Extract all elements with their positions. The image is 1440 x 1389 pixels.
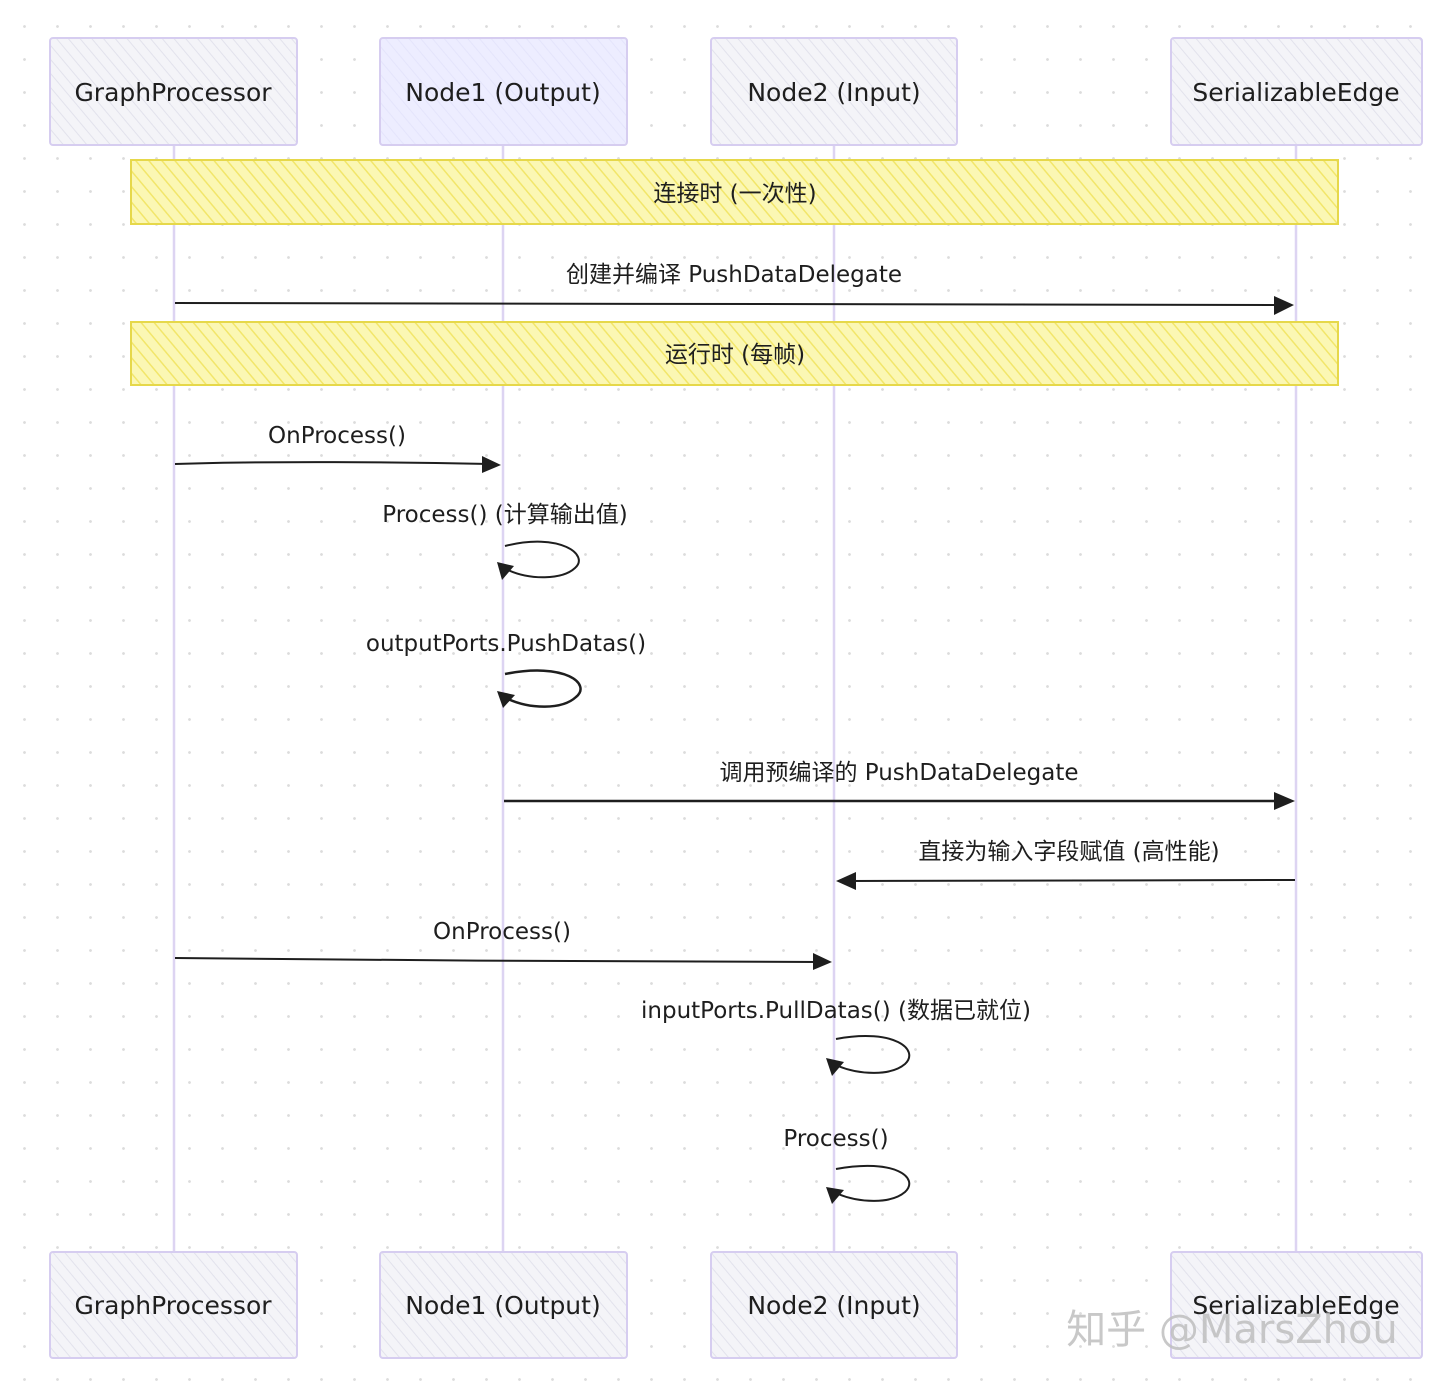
- note-runtime: 运行时 (每帧): [130, 321, 1339, 386]
- message-label: 创建并编译 PushDataDelegate: [566, 262, 902, 288]
- actor-bottom-node2-input: Node2 (Input): [710, 1251, 958, 1359]
- arrowhead-icon: [826, 1058, 844, 1076]
- message-label: 直接为输入字段赋值 (高性能): [918, 839, 1219, 865]
- message-process-node2: Process(): [783, 1126, 911, 1204]
- actor-label: GraphProcessor: [74, 78, 272, 107]
- actor-bottom-serializable-edge: SerializableEdge: [1170, 1251, 1423, 1359]
- actor-bottom-graph-processor: GraphProcessor: [49, 1251, 298, 1359]
- message-label: 调用预编译的 PushDataDelegate: [719, 760, 1078, 786]
- message-assign-fields: 直接为输入字段赋值 (高性能): [836, 839, 1296, 890]
- message-label: outputPorts.PushDatas(): [366, 631, 646, 657]
- arrowhead-icon: [836, 872, 856, 890]
- actor-top-node1-output: Node1 (Output): [379, 37, 628, 146]
- message-compile-delegate: 创建并编译 PushDataDelegate: [174, 262, 1294, 315]
- message-onprocess-node2: OnProcess(): [174, 919, 832, 970]
- actor-label: Node1 (Output): [405, 1291, 600, 1320]
- note-label: 运行时 (每帧): [665, 342, 805, 368]
- actor-top-node2-input: Node2 (Input): [710, 37, 958, 146]
- message-label: OnProcess(): [268, 423, 406, 449]
- arrowhead-icon: [1274, 792, 1295, 810]
- arrowhead-icon: [826, 1187, 844, 1204]
- arrowhead-icon: [482, 456, 501, 473]
- actor-label: SerializableEdge: [1192, 78, 1399, 107]
- actor-top-graph-processor: GraphProcessor: [49, 37, 298, 146]
- actor-label: Node1 (Output): [405, 78, 600, 107]
- message-output-push: outputPorts.PushDatas(): [366, 631, 646, 708]
- arrowhead-icon: [813, 953, 832, 970]
- actor-label: GraphProcessor: [74, 1291, 272, 1320]
- message-label: OnProcess(): [433, 919, 571, 945]
- actor-label: Node2 (Input): [747, 1291, 920, 1320]
- message-label: Process(): [783, 1126, 888, 1152]
- message-label: Process() (计算输出值): [382, 502, 627, 528]
- actor-top-serializable-edge: SerializableEdge: [1170, 37, 1423, 146]
- arrowhead-icon: [1274, 296, 1294, 315]
- actor-label: SerializableEdge: [1192, 1291, 1399, 1320]
- arrowhead-icon: [497, 691, 515, 708]
- actor-label: Node2 (Input): [747, 78, 920, 107]
- message-invoke-delegate: 调用预编译的 PushDataDelegate: [504, 760, 1295, 810]
- watermark: 知乎 @MarsZhou: [1066, 1307, 1398, 1353]
- note-connect-time: 连接时 (一次性): [130, 159, 1339, 225]
- message-onprocess-node1: OnProcess(): [174, 423, 501, 473]
- actor-bottom-node1-output: Node1 (Output): [379, 1251, 628, 1359]
- message-input-pull: inputPorts.PullDatas() (数据已就位): [641, 998, 1031, 1076]
- arrowhead-icon: [497, 562, 514, 580]
- message-label: inputPorts.PullDatas() (数据已就位): [641, 998, 1031, 1024]
- note-label: 连接时 (一次性): [653, 181, 816, 207]
- message-process-compute: Process() (计算输出值): [382, 502, 628, 580]
